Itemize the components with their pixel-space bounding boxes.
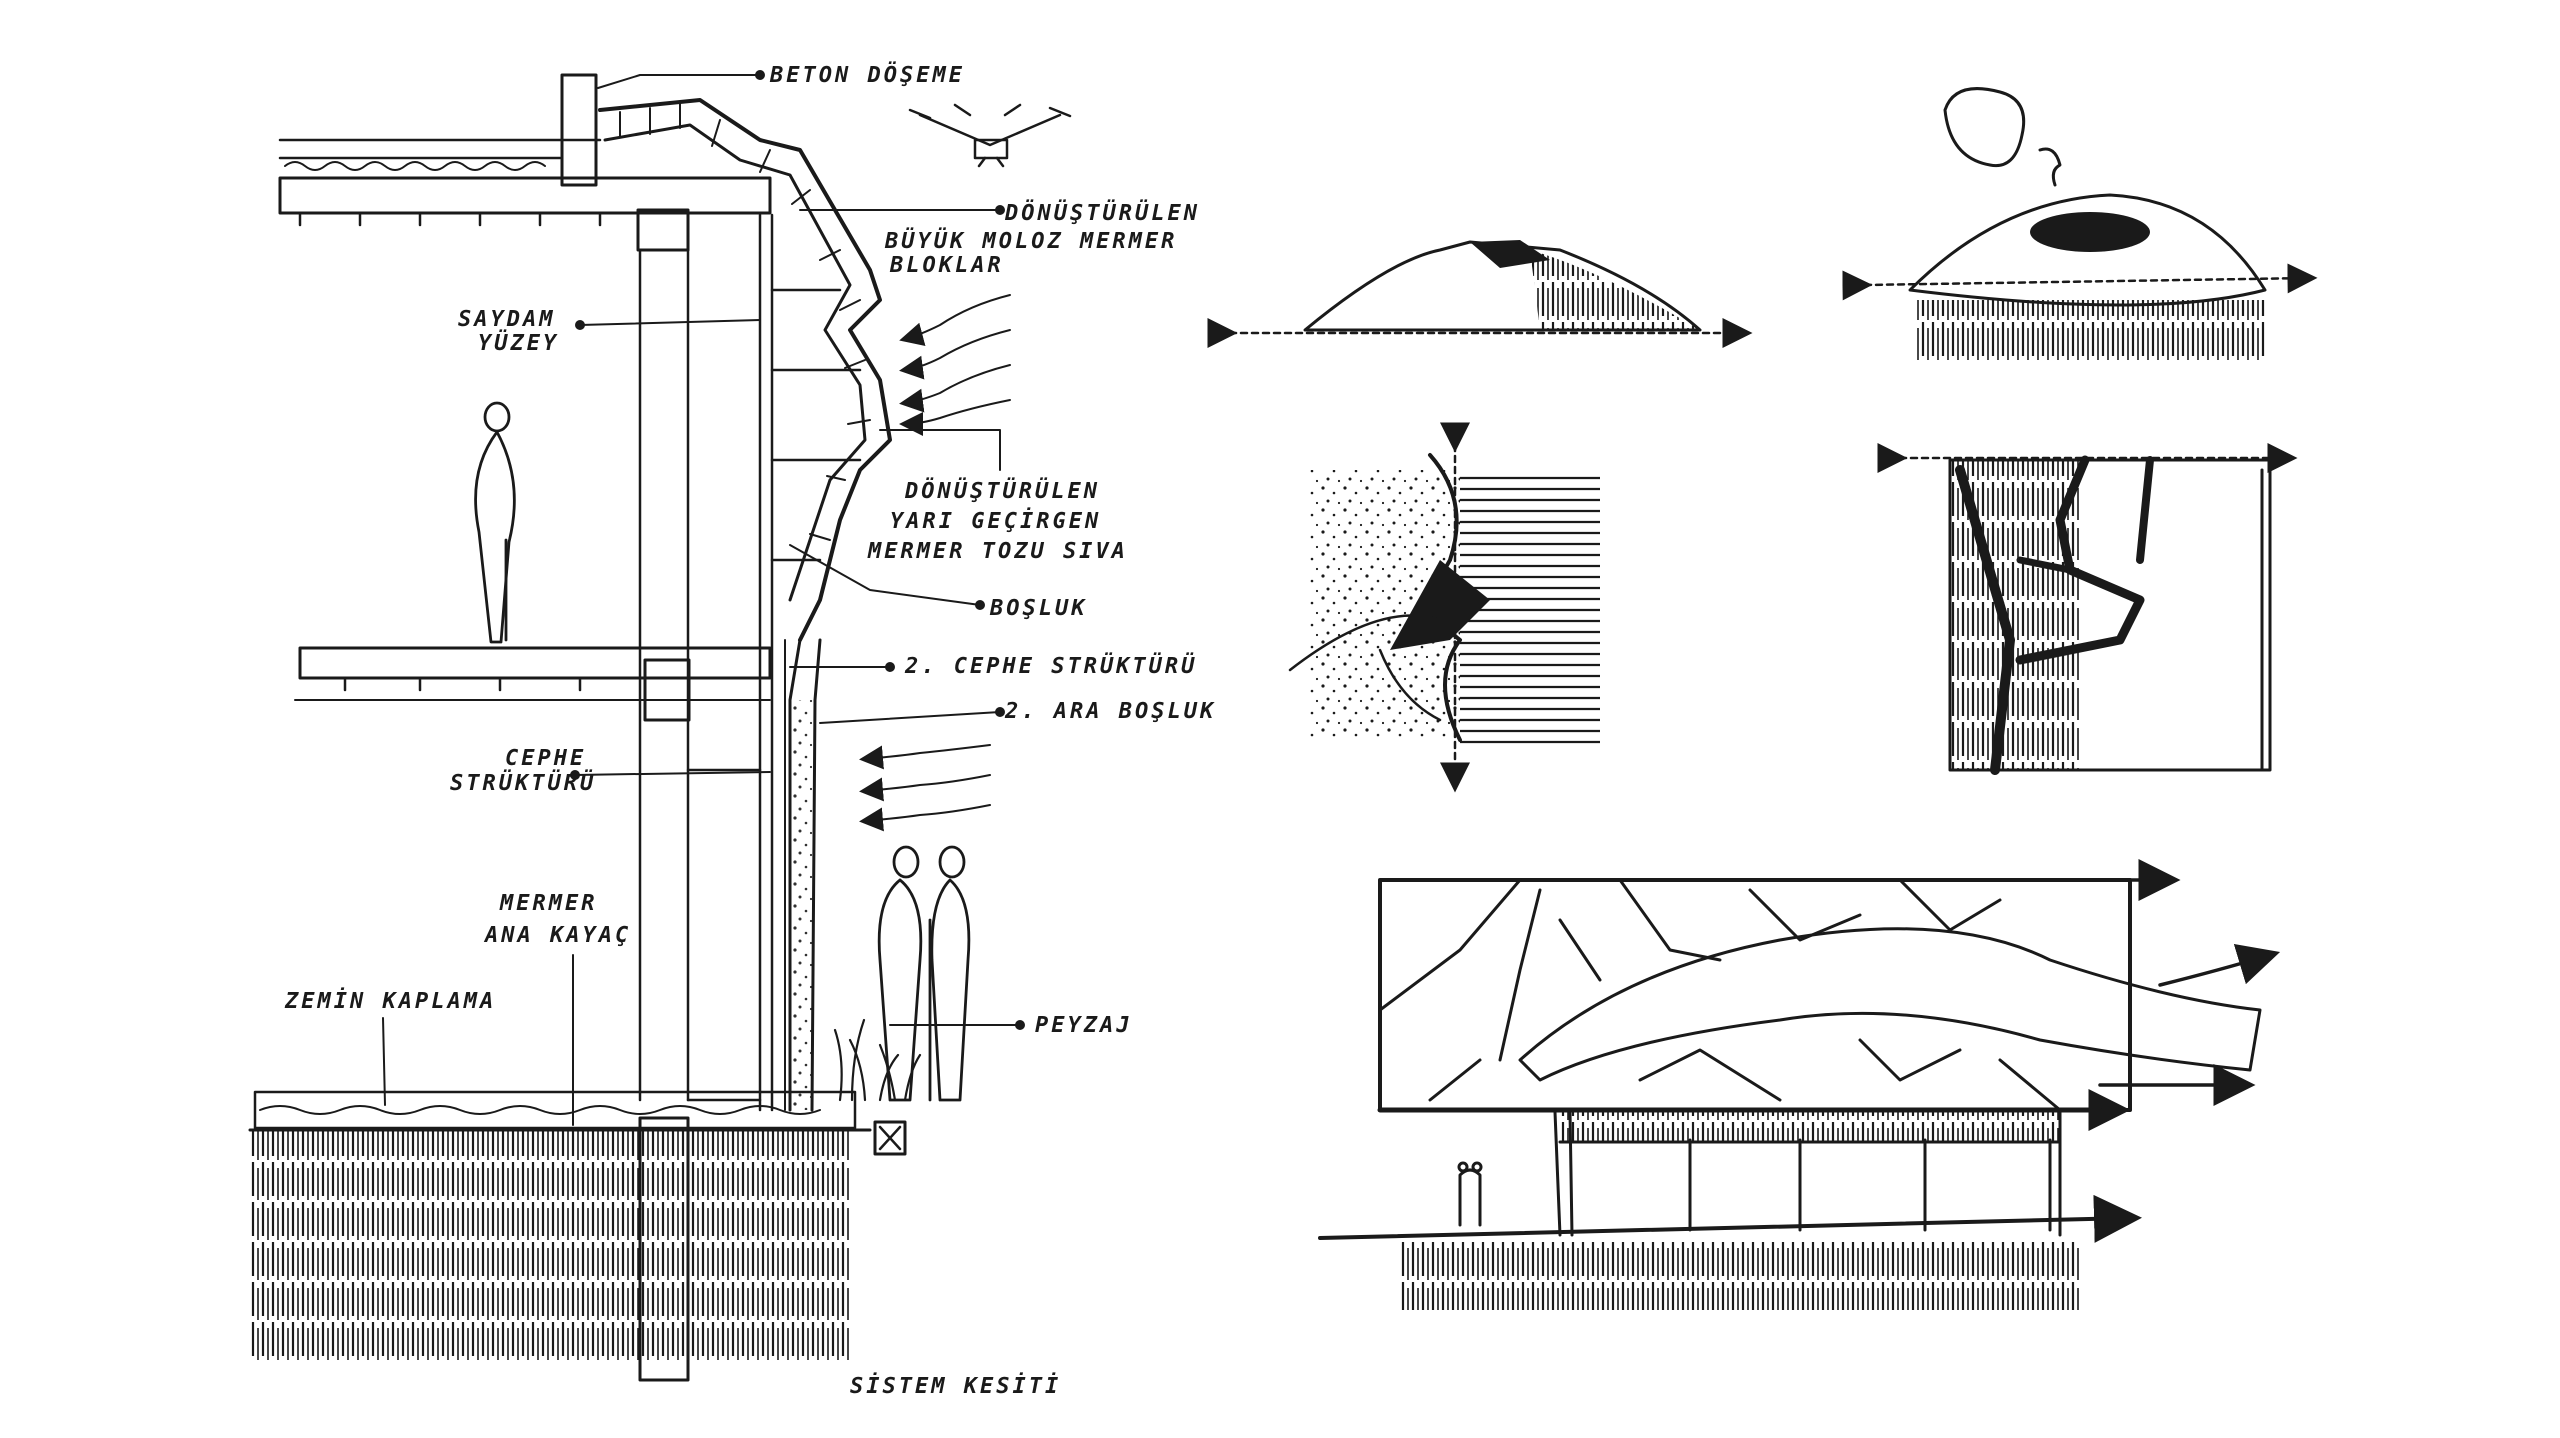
label-ara-bosluk: 2. ARA BOŞLUK <box>1004 699 1216 724</box>
label-bloklar: BLOKLAR <box>889 253 1004 278</box>
label-mermer-tozu: MERMER TOZU SIVA <box>867 539 1128 564</box>
label-peyzaj: PEYZAJ <box>1035 1013 1132 1038</box>
sketch-crater <box>1842 87 2318 360</box>
label-yuzey: YÜZEY <box>478 330 559 356</box>
floor-finish <box>253 1090 857 1130</box>
label-donusturulen-1: DÖNÜŞTÜRÜLEN <box>1004 200 1200 226</box>
sketch-cracked-block <box>1877 443 2298 775</box>
ground-hatch <box>250 1130 850 1360</box>
label-saydam: SAYDAM <box>458 307 555 332</box>
label-zemin-kaplama: ZEMİN KAPLAMA <box>284 988 496 1014</box>
sketch-building <box>1318 859 2281 1310</box>
mid-slab <box>298 646 772 680</box>
small-figure <box>1457 1161 1483 1227</box>
foundation-column <box>638 1116 690 1382</box>
label-buyuk-moloz: BÜYÜK MOLOZ MERMER <box>884 228 1177 254</box>
label-strukturu: STRÜKTÜRÜ <box>450 770 596 796</box>
plants-icon <box>833 1018 922 1102</box>
sketch-mound <box>1207 240 1753 348</box>
label-cephe: CEPHE <box>505 746 586 771</box>
label-yari-gecirgen: YARI GEÇİRGEN <box>890 508 1101 534</box>
drone-icon <box>908 103 1072 168</box>
top-slab <box>278 176 772 215</box>
parapet <box>560 73 598 187</box>
sketch-layered-wedge <box>1288 422 1600 793</box>
label-beton-doseme: BETON DÖŞEME <box>769 62 965 88</box>
bag-icon <box>1943 87 2062 187</box>
person-figure <box>474 401 516 644</box>
label-ana-kayac: ANA KAYAÇ <box>483 923 631 948</box>
system-section: BETON DÖŞEME DÖNÜŞTÜRÜLEN BÜYÜK MOLOZ ME… <box>248 62 1216 1399</box>
people-pair-figure <box>877 845 971 1102</box>
label-bosluk: BOŞLUK <box>989 596 1087 621</box>
label-donusturulen-2: DÖNÜŞTÜRÜLEN <box>904 478 1100 504</box>
label-mermer: MERMER <box>499 891 597 916</box>
label-cephe-strukturu-2: 2. CEPHE STRÜKTÜRÜ <box>904 653 1197 679</box>
label-sistem-kesiti: SİSTEM KESİTİ <box>850 1373 1061 1399</box>
